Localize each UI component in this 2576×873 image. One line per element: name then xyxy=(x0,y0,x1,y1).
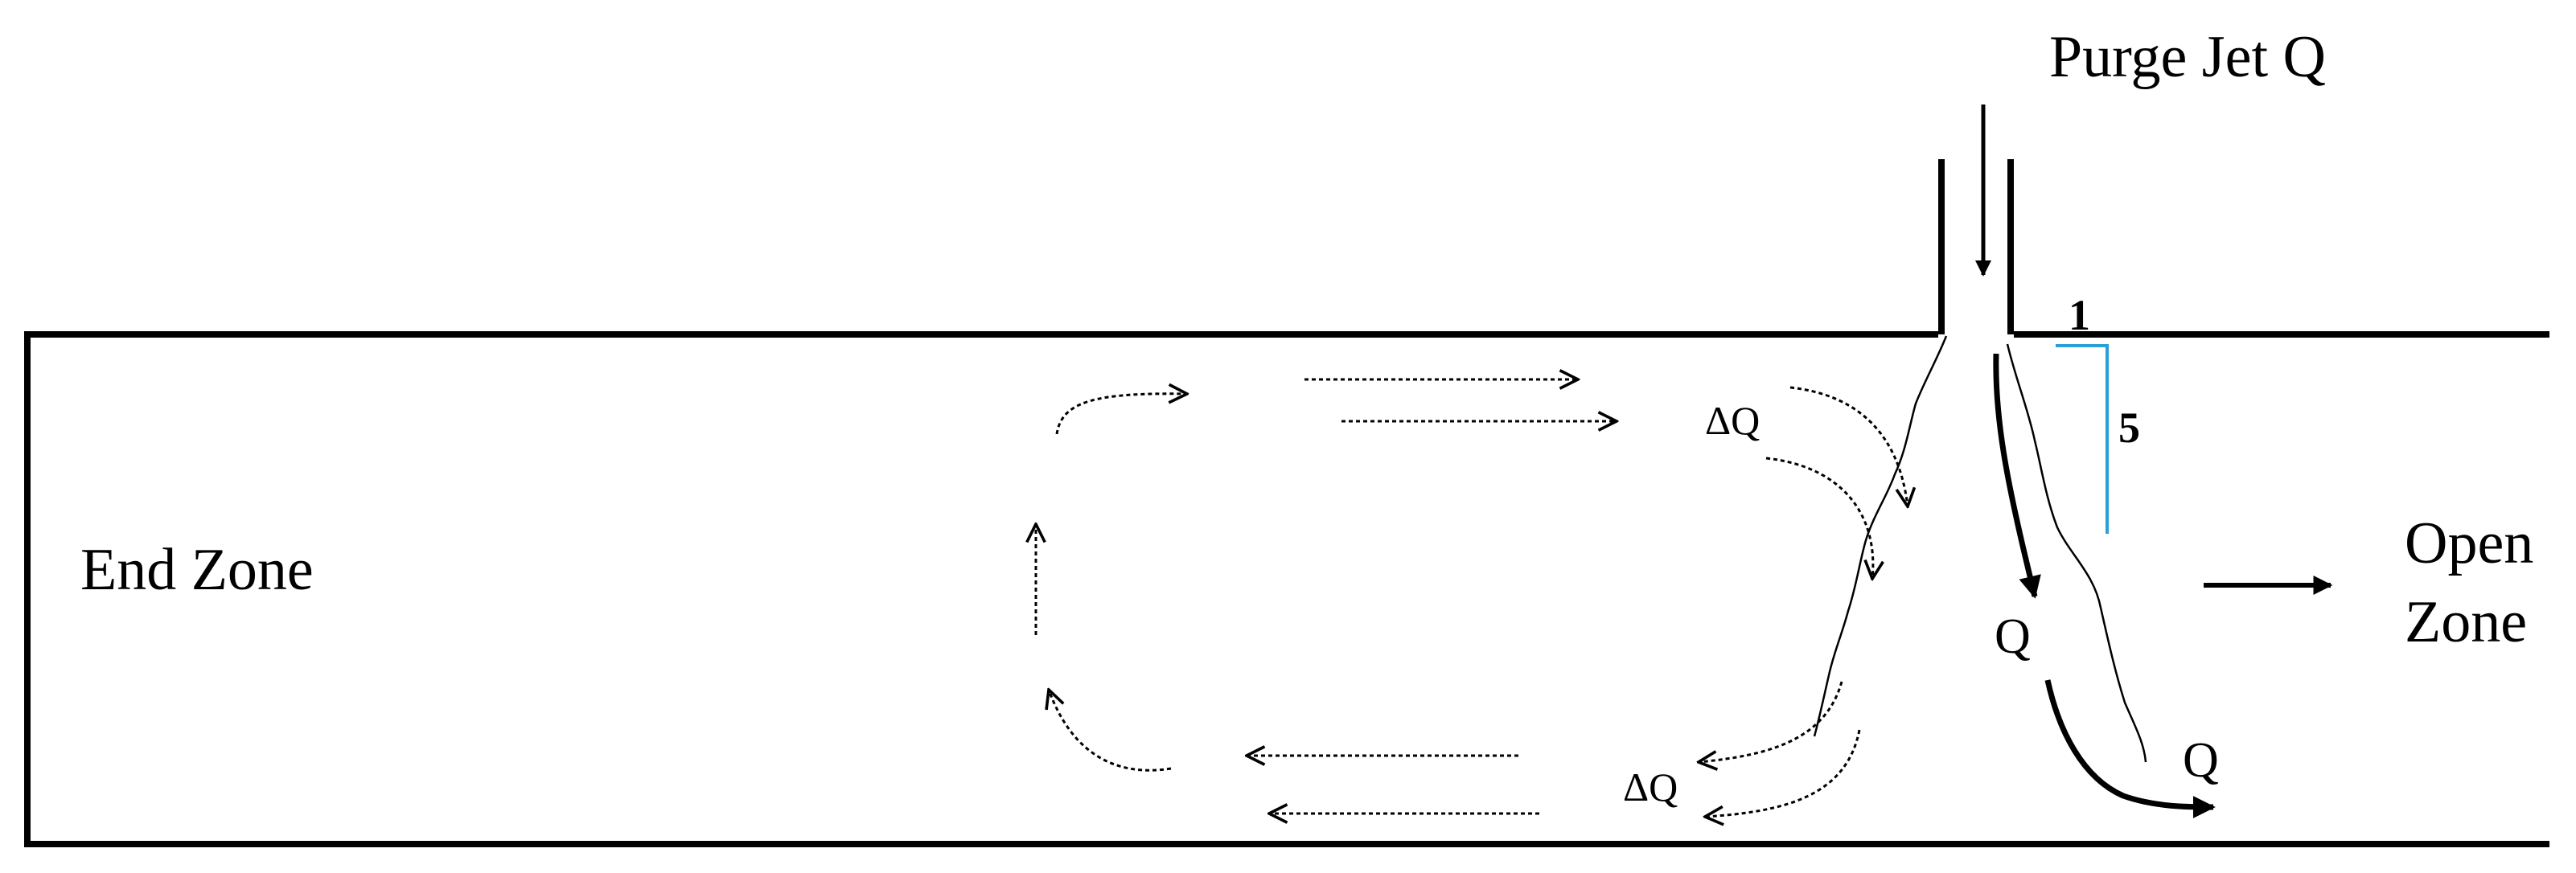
purge-jet-label: Purge Jet Q xyxy=(2049,24,2326,90)
delta-q-bottom-label: ΔQ xyxy=(1623,764,1678,809)
jet-right-boundary xyxy=(2006,343,2147,763)
slope-run-label: 1 xyxy=(2069,291,2090,339)
jet-flow-q-label: Q xyxy=(1995,609,2031,664)
slope-indicator xyxy=(2056,344,2109,534)
open-zone-label-line1: Open xyxy=(2405,510,2533,576)
jet-flow-arrow xyxy=(1993,353,2041,599)
recirc-top-curve xyxy=(1055,394,1187,435)
entrainment-bottom-arrow-1 xyxy=(1699,681,1843,762)
slope-rise-label: 5 xyxy=(2118,404,2140,452)
end-zone-label: End Zone xyxy=(80,537,314,603)
channel-walls xyxy=(24,331,2549,847)
recirculation-arrows xyxy=(1036,379,1908,817)
outlet-flow-arrow xyxy=(2044,679,2216,818)
jet-left-boundary xyxy=(1813,335,1948,737)
entrainment-top-arrow-2 xyxy=(1765,457,1873,579)
outlet-flow-q-label: Q xyxy=(2183,733,2219,788)
entrainment-bottom-arrow-2 xyxy=(1705,729,1861,817)
entrainment-top-arrow-1 xyxy=(1789,386,1908,506)
open-zone-label-line2: Zone xyxy=(2405,589,2527,655)
delta-q-top-label: ΔQ xyxy=(1705,398,1760,443)
recirc-bottom-left-curve xyxy=(1049,690,1172,772)
jet-nozzle xyxy=(1938,159,2014,334)
